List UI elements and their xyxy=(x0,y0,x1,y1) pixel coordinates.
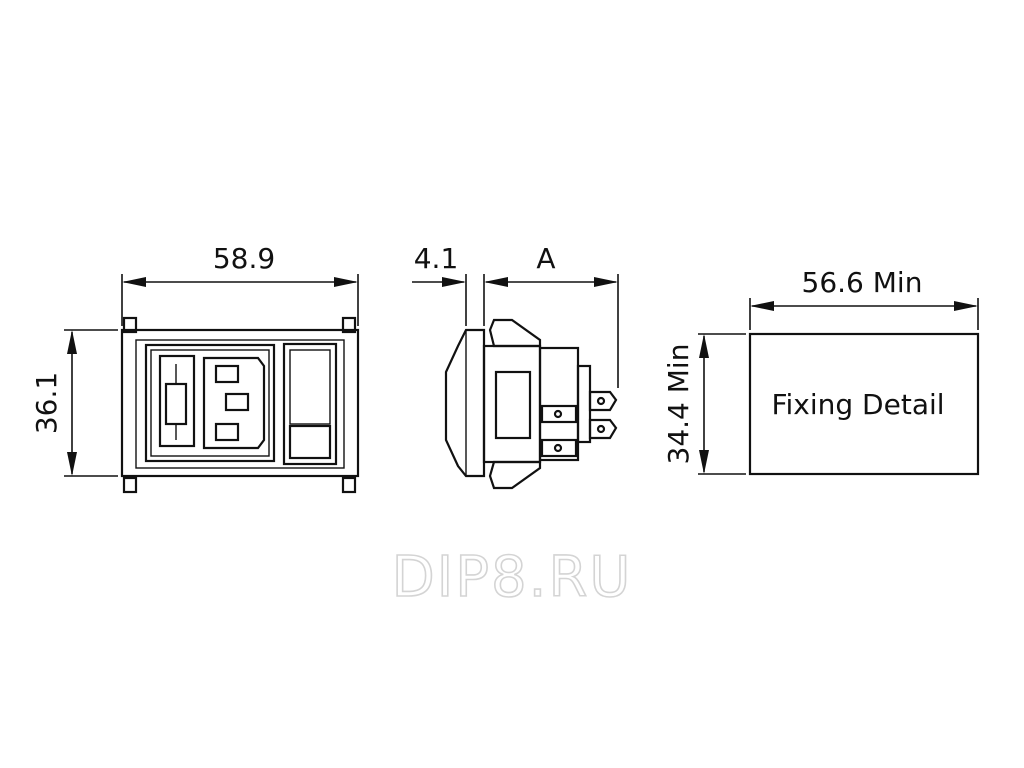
watermark: DIP8.RU xyxy=(392,545,633,610)
dimension-cutout-height-label: 34.4 Min xyxy=(662,344,695,465)
module-frame-inner xyxy=(135,339,345,469)
terminal-3 xyxy=(588,390,618,412)
front-view xyxy=(120,316,360,494)
dimension-width: 58.9 xyxy=(121,242,359,326)
fuse-slot xyxy=(164,382,188,426)
side-window xyxy=(494,370,532,440)
mounting-clip-top-left xyxy=(122,316,138,334)
cutout-rectangle xyxy=(748,332,980,476)
side-latch-top xyxy=(488,318,542,348)
dimension-depth-label: A xyxy=(536,242,555,275)
cutout-label: Fixing Detail xyxy=(771,388,944,421)
side-bezel xyxy=(444,328,486,478)
dimension-panel-thickness: 4.1 xyxy=(412,242,485,326)
fuse-holder xyxy=(158,354,196,448)
inlet-housing-inner xyxy=(150,349,270,457)
inlet-housing xyxy=(144,343,276,463)
mounting-clip-top-right xyxy=(341,316,357,334)
side-view xyxy=(444,318,618,490)
side-latch-bottom xyxy=(488,460,542,490)
switch-rocker-upper xyxy=(289,349,331,425)
iec-socket-outline xyxy=(202,356,266,450)
iec-pin-bottom xyxy=(214,422,240,442)
iec-pin-middle xyxy=(224,392,250,412)
dimension-panel-thickness-label: 4.1 xyxy=(414,242,459,275)
dimension-cutout-width: 56.6 Min xyxy=(749,266,979,330)
dimension-height: 36.1 xyxy=(30,329,118,477)
mounting-clip-bottom-left xyxy=(122,476,138,494)
terminal-2 xyxy=(540,438,578,458)
terminal-4 xyxy=(588,418,618,440)
side-rear-block xyxy=(538,346,580,462)
dimension-height-label: 36.1 xyxy=(30,372,63,434)
dimension-width-label: 58.9 xyxy=(213,242,275,275)
switch-frame xyxy=(282,342,338,466)
side-rear-step xyxy=(576,364,592,444)
iec-pin-top xyxy=(214,364,240,384)
mounting-clip-bottom-right xyxy=(341,476,357,494)
terminal-1 xyxy=(540,404,578,424)
switch-rocker-lower xyxy=(288,424,332,460)
fixing-detail: Fixing Detail xyxy=(748,332,980,476)
side-body xyxy=(482,344,542,464)
dimension-cutout-width-label: 56.6 Min xyxy=(802,266,923,299)
dimension-depth: A xyxy=(484,242,619,388)
module-body xyxy=(120,328,360,478)
dimension-cutout-height: 34.4 Min xyxy=(662,333,746,475)
